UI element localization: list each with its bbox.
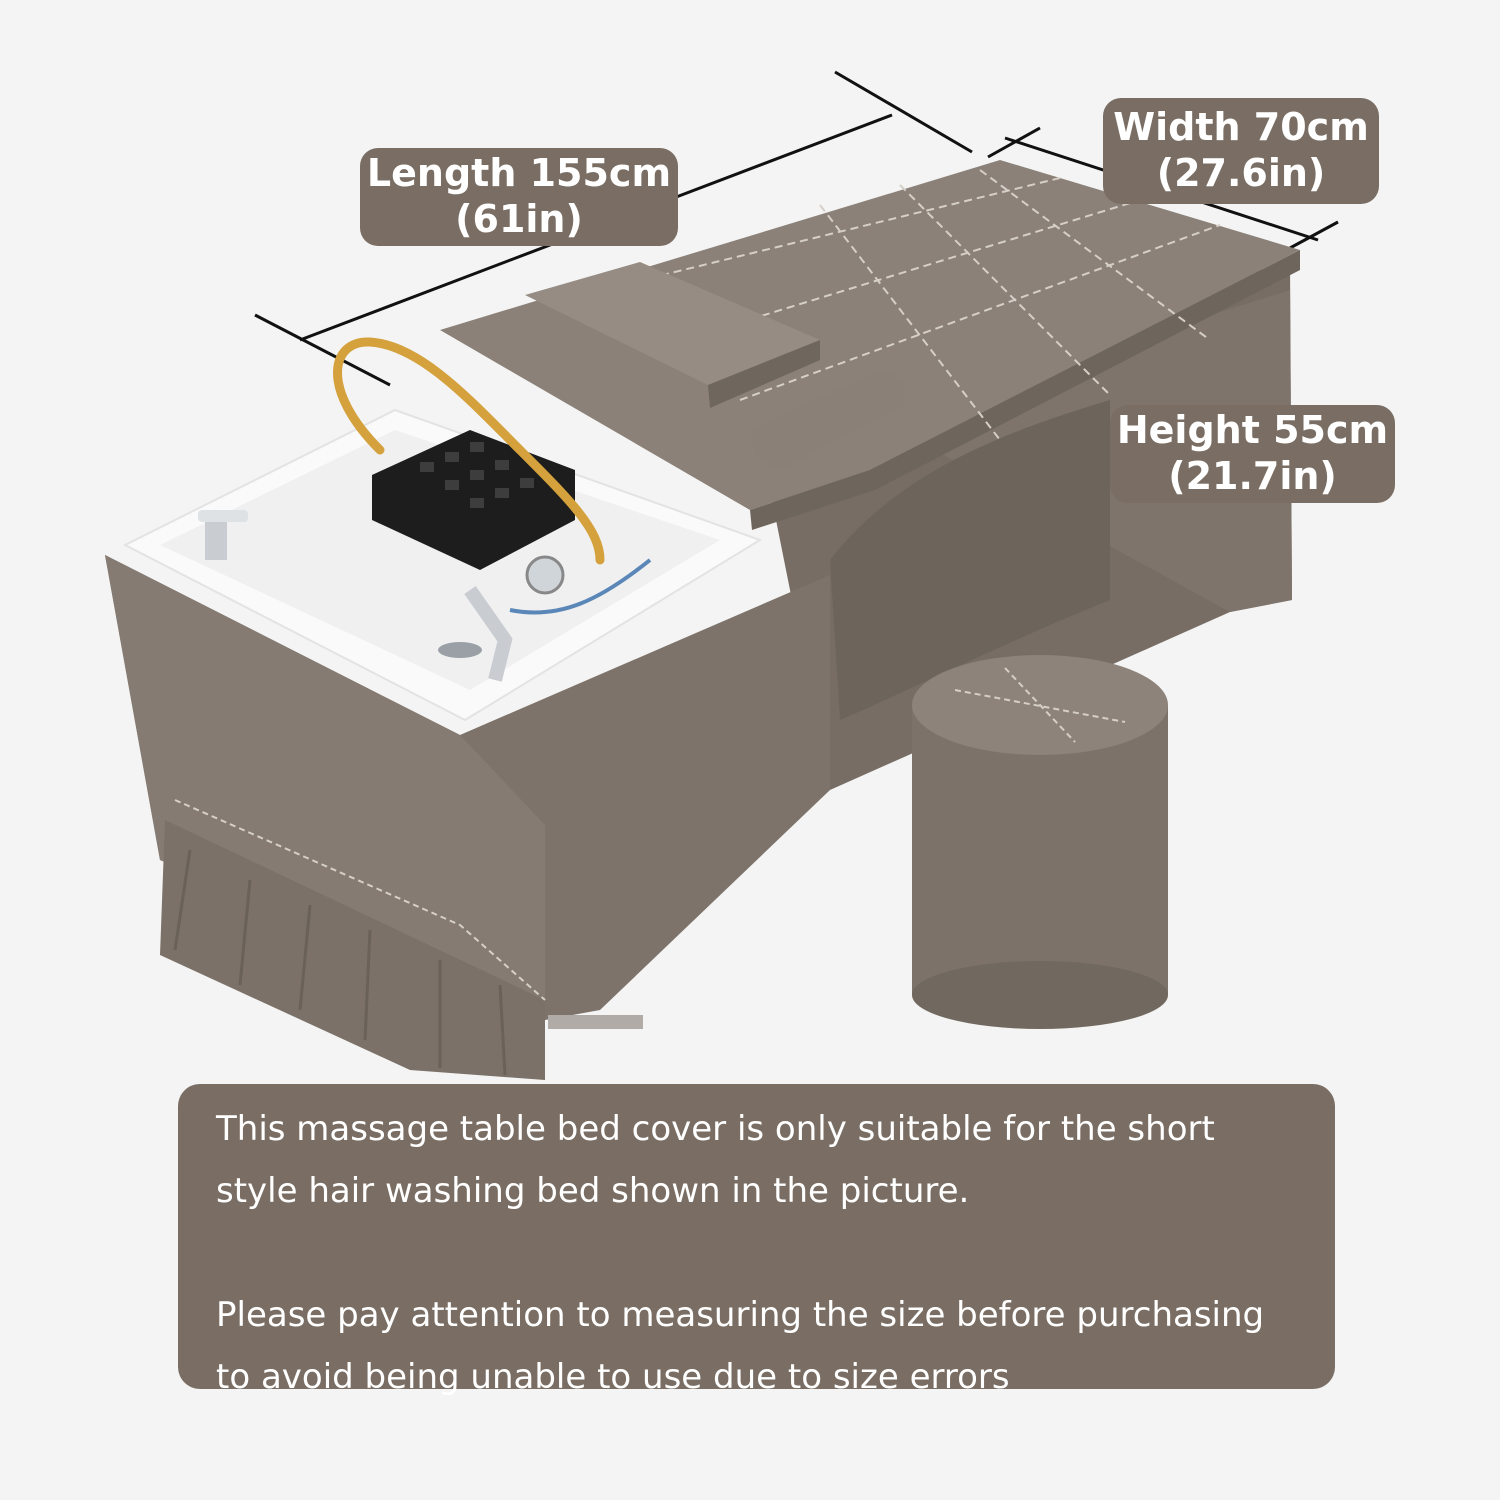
height-imperial-value: (21.7in) — [1168, 454, 1337, 498]
bed-body — [760, 260, 1292, 1029]
suitability-notice: This massage table bed cover is only sui… — [216, 1109, 1215, 1211]
neck-rest — [372, 430, 575, 570]
wash-basin — [122, 337, 763, 722]
width-value: Width 70cm — [1113, 105, 1369, 150]
head-pillow — [525, 262, 905, 470]
plumbing — [464, 555, 652, 682]
tufted-cushion — [440, 160, 1300, 530]
length-dimension-label: Length 155cm (61in) — [360, 148, 678, 246]
round-stool — [912, 655, 1168, 1029]
notice-box: This massage table bed cover is only sui… — [178, 1084, 1335, 1397]
width-imperial-value: (27.6in) — [1156, 151, 1326, 195]
bed-base — [105, 555, 830, 1080]
height-dimension-label: Height 55cm (21.7in) — [1110, 405, 1395, 503]
length-value: Length 155cm — [366, 151, 672, 196]
measurement-notice: Please pay attention to measuring the si… — [216, 1295, 1265, 1397]
height-value: Height 55cm — [1116, 408, 1389, 453]
width-dimension-label: Width 70cm (27.6in) — [1103, 98, 1379, 204]
length-imperial-value: (61in) — [455, 197, 583, 241]
hose-arc — [333, 337, 605, 565]
